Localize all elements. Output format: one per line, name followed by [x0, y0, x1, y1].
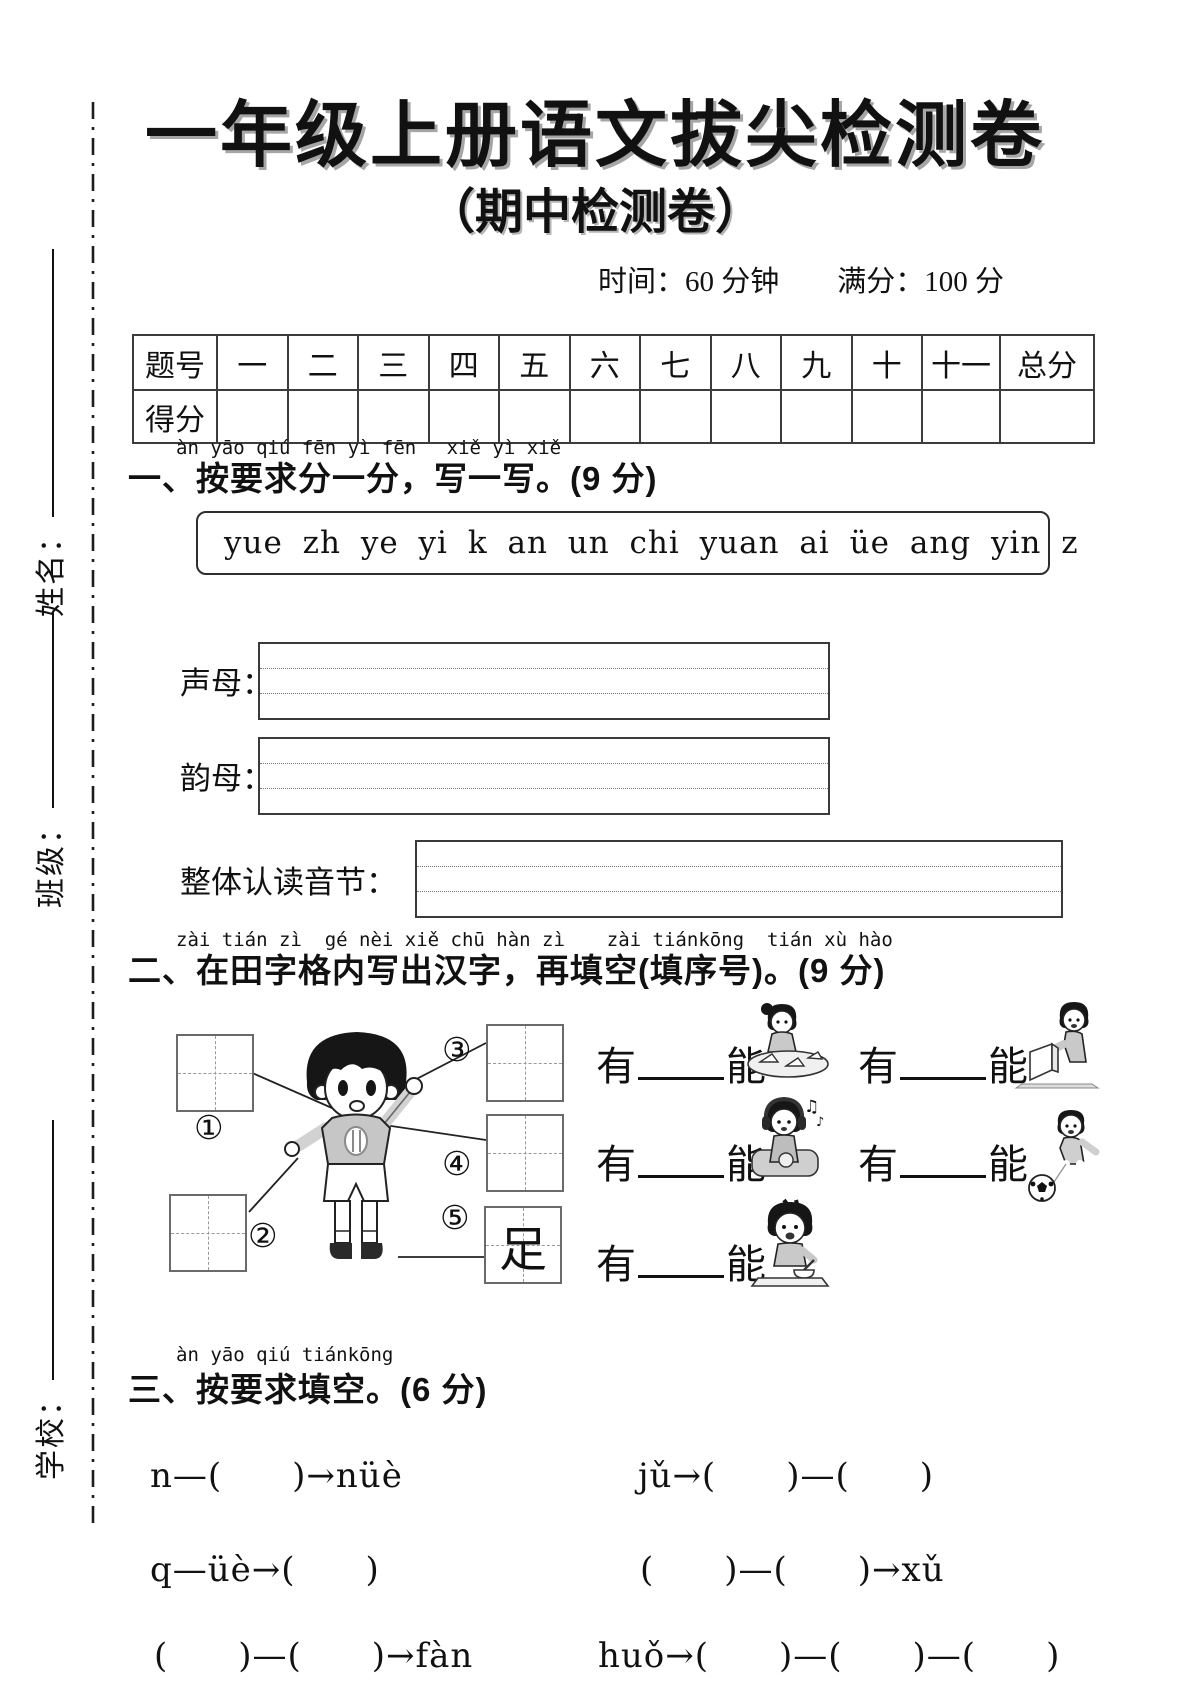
score-col-9: 九 [780, 334, 853, 391]
fill-item-6[interactable]: huǒ→( )—( )—( ) [598, 1636, 1061, 1676]
score-cell[interactable] [639, 389, 712, 444]
tianzige-box-3[interactable] [486, 1024, 564, 1102]
section2-pinyin: zài tián zì gé nèi xiě chū hàn zì zài ti… [176, 929, 893, 951]
fill-item-1[interactable]: n—( )→nüè [150, 1456, 403, 1496]
circled-number-4: ④ [442, 1144, 472, 1183]
score-col-4: 四 [427, 334, 500, 391]
score-col-11: 十一 [921, 334, 1001, 391]
section1-pinyin: àn yāo qiú fēn yì fēn xiě yì xiě [176, 437, 562, 459]
score-col-8: 八 [709, 334, 782, 391]
fill-item-5[interactable]: ( )—( )→fàn [154, 1636, 474, 1676]
soccer-boy-icon [1028, 1110, 1100, 1202]
phrase-you: 有 [858, 1142, 898, 1187]
answer-blank[interactable] [638, 1275, 724, 1278]
score-cell[interactable] [568, 389, 641, 444]
score-col-6: 六 [568, 334, 641, 391]
phrase-neng: 能 [988, 1142, 1028, 1187]
student-name-label: 姓名： [35, 521, 68, 617]
score-cell[interactable] [850, 389, 923, 444]
score-cell[interactable] [921, 389, 1001, 444]
section2-heading: 二、在田字格内写出汉字，再填空(填序号)。(9 分) [128, 952, 886, 989]
answer-blank[interactable] [638, 1175, 724, 1178]
fill-item-2[interactable]: jǔ→( )—( ) [638, 1456, 934, 1496]
section3-pinyin: àn yāo qiú tiánkōng [176, 1344, 394, 1366]
student-name-field: 姓名： [26, 249, 70, 617]
tianzige-box-2[interactable] [169, 1194, 247, 1272]
yunmu-label: 韵母： [180, 761, 273, 796]
score-col-5: 五 [498, 334, 571, 391]
yunmu-writing-grid[interactable] [258, 737, 830, 815]
fill-phrase-3: 有能 [596, 1132, 766, 1190]
score-col-1: 一 [216, 334, 289, 391]
circled-number-5: ⑤ [440, 1198, 470, 1237]
page-subtitle: （期中检测卷） [426, 186, 763, 239]
section3-heading: 三、按要求填空。(6 分) [128, 1371, 488, 1408]
score-cell[interactable] [709, 389, 782, 444]
fill-phrase-4: 有能 [858, 1132, 1028, 1190]
student-class-label: 班级： [35, 812, 68, 908]
page-title: 一年级上册语文拔尖检测卷 [144, 96, 1045, 176]
fill-phrase-2: 有能 [858, 1034, 1028, 1092]
score-cell[interactable] [286, 389, 359, 444]
phrase-neng: 能 [988, 1044, 1028, 1089]
shengmu-writing-grid[interactable] [258, 642, 830, 720]
reading-boy-icon [1014, 1002, 1100, 1089]
circled-number-1: ① [194, 1108, 224, 1147]
phrase-you: 有 [596, 1044, 636, 1089]
circled-number-2: ② [248, 1216, 278, 1255]
score-col-7: 七 [639, 334, 712, 391]
score-col-3: 三 [357, 334, 430, 391]
score-col-total: 总分 [999, 334, 1095, 391]
student-school-field: 学校： [26, 1120, 70, 1480]
fill-phrase-1: 有能 [596, 1034, 766, 1092]
student-school-label: 学校： [35, 1384, 68, 1480]
score-cell[interactable] [498, 389, 571, 444]
score-table: 题号 一 二 三 四 五 六 七 八 九 十 十一 总分 得分 [132, 334, 1095, 444]
tianzige-box-5: 足 [484, 1206, 562, 1284]
score-cell[interactable] [427, 389, 500, 444]
fill-phrase-5: 有能 [596, 1232, 766, 1290]
zhengtirendu-writing-grid[interactable] [415, 840, 1063, 918]
zhengtirendu-label: 整体认读音节： [180, 865, 397, 900]
tianzige-box-4[interactable] [486, 1114, 564, 1192]
student-school-blank-line[interactable] [52, 1120, 54, 1380]
score-col-10: 十 [850, 334, 923, 391]
score-cell-total[interactable] [999, 389, 1095, 444]
example-character-zu: 足 [498, 1224, 547, 1277]
student-class-blank-line[interactable] [52, 612, 54, 808]
svg-text:♪: ♪ [816, 1115, 824, 1130]
origami-girl-icon [747, 1003, 829, 1078]
answer-blank[interactable] [900, 1077, 986, 1080]
fill-item-4[interactable]: ( )—( )→xǔ [640, 1550, 945, 1590]
phrase-you: 有 [858, 1044, 898, 1089]
score-table-header-label: 题号 [132, 334, 218, 391]
phrase-you: 有 [596, 1142, 636, 1187]
phrase-you: 有 [596, 1242, 636, 1287]
circled-number-3: ③ [442, 1030, 472, 1069]
syllable-letters-box: yue zh ye yi k an un chi yuan ai üe ang … [196, 511, 1078, 575]
student-name-blank-line[interactable] [52, 249, 54, 517]
shengmu-label: 声母： [180, 666, 273, 701]
student-class-field: 班级： [26, 612, 70, 908]
answer-blank[interactable] [900, 1175, 986, 1178]
eating-boy-icon [750, 1198, 830, 1287]
time-score-info: 时间：60 分钟 满分：100 分 [598, 266, 1005, 298]
fill-item-3[interactable]: q—üè→( ) [150, 1550, 380, 1590]
score-cell[interactable] [357, 389, 430, 444]
boy-figure-illustration [284, 1032, 423, 1259]
tianzige-box-1[interactable] [176, 1034, 254, 1112]
binding-line [91, 102, 95, 1524]
music-girl-icon: ♫ ♪ [751, 1096, 824, 1177]
score-col-2: 二 [286, 334, 359, 391]
score-cell[interactable] [780, 389, 853, 444]
score-row-label: 得分 [132, 389, 218, 444]
score-cell[interactable] [216, 389, 289, 444]
svg-text:♫: ♫ [804, 1097, 819, 1117]
section1-heading: 一、按要求分一分，写一写。(9 分) [128, 460, 658, 497]
answer-blank[interactable] [638, 1077, 724, 1080]
